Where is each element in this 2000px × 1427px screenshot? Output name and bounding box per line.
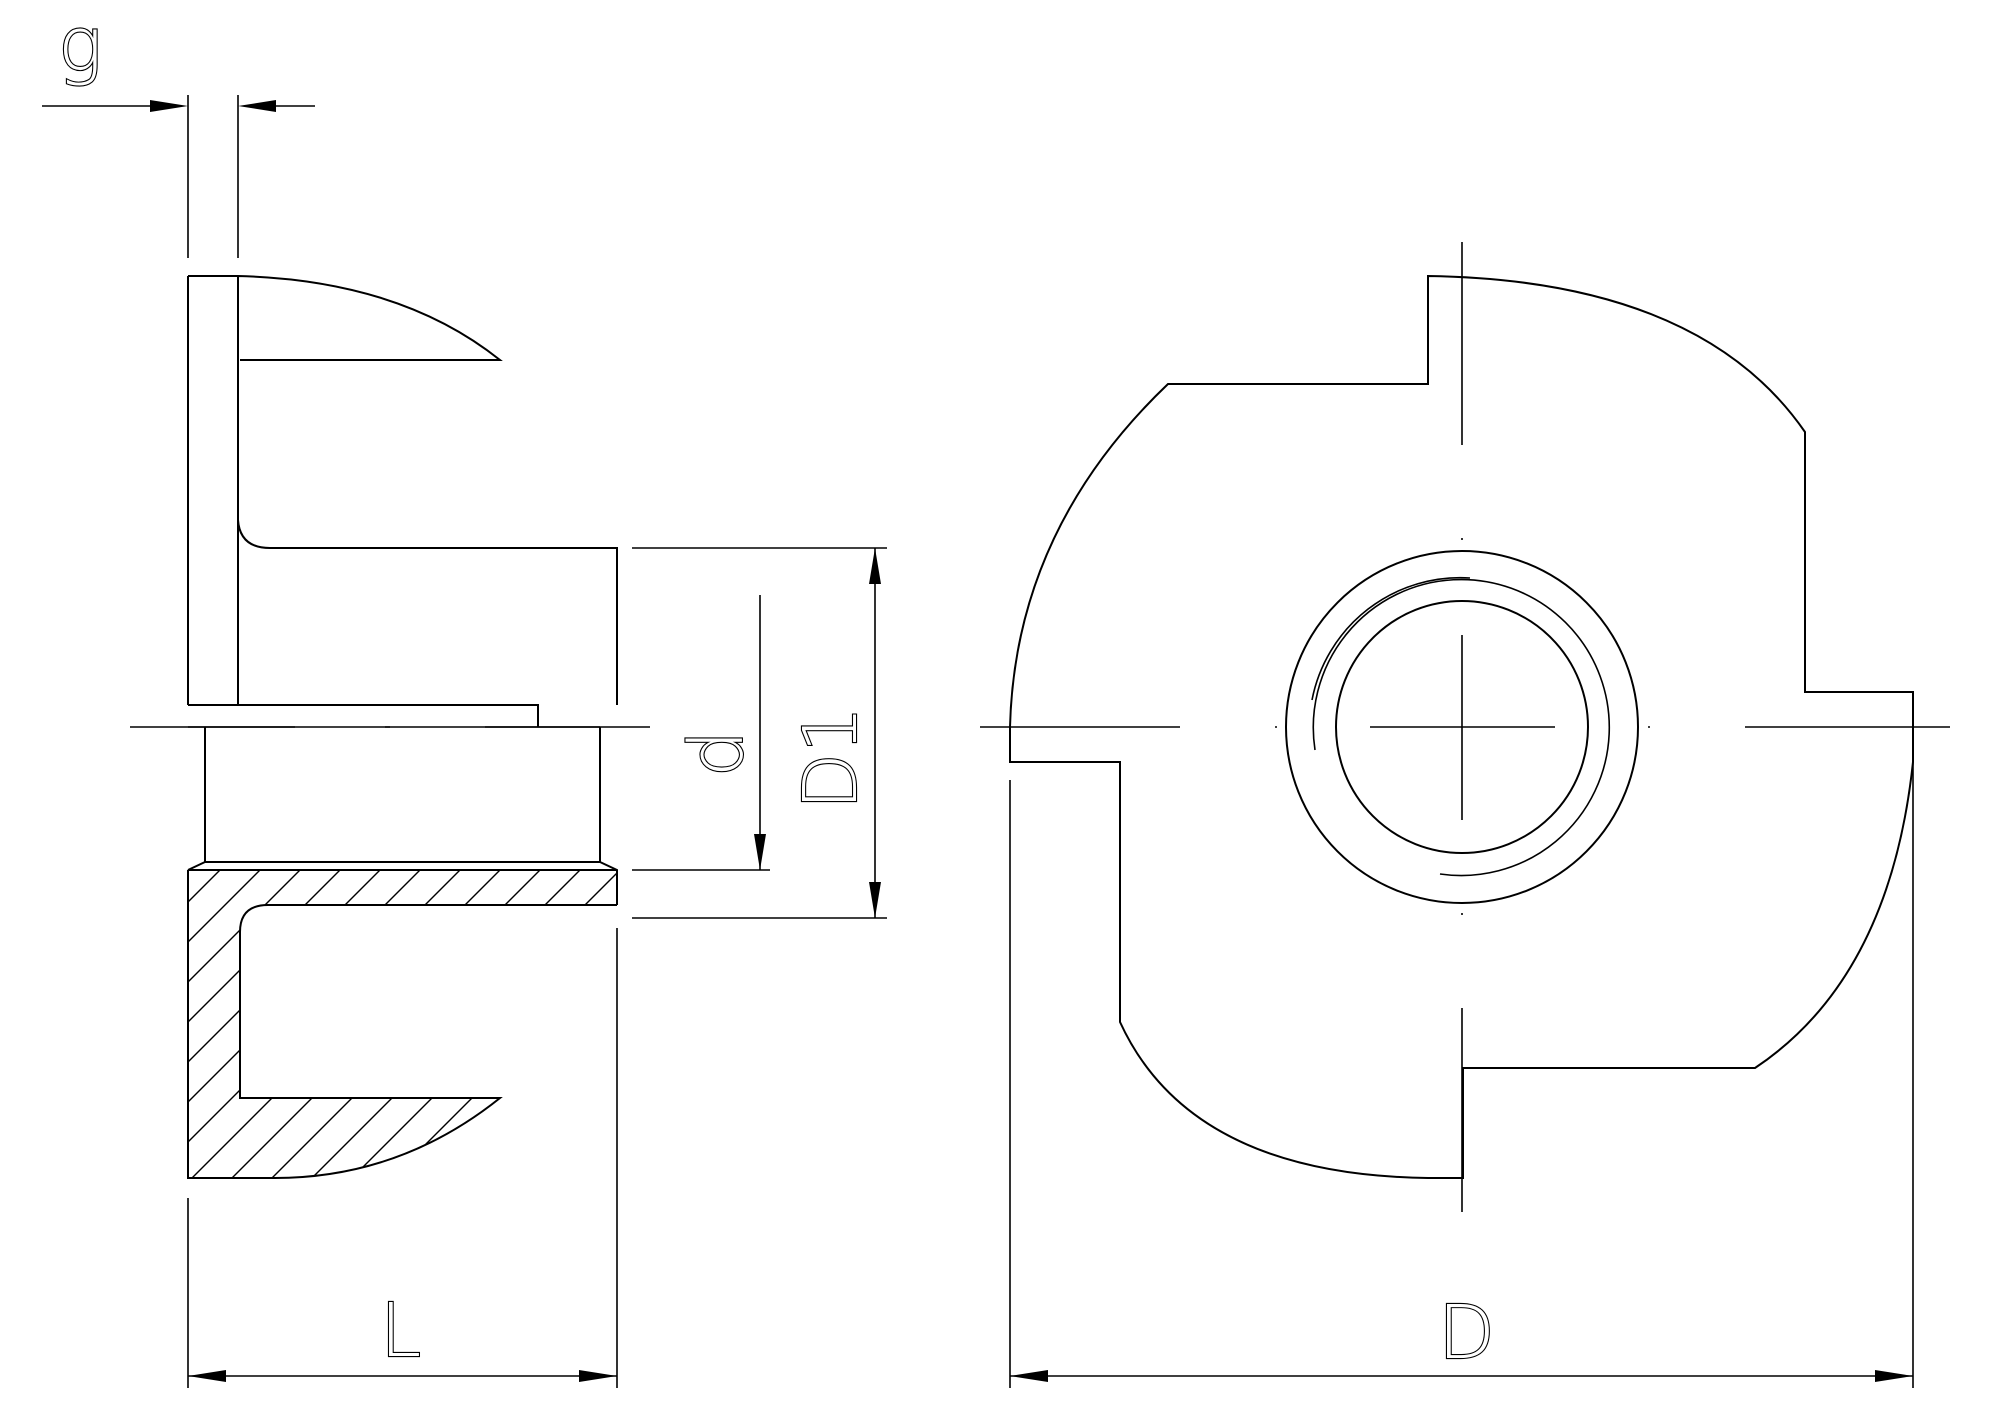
label-d: d [674,730,760,777]
side-view-section-outline [187,869,617,1179]
dimension-g: g [42,1,315,258]
side-view-thread-top [188,704,539,727]
front-view-thread-arc-inner [1311,576,1471,701]
side-view-barrel-upper [237,519,618,705]
label-g: g [58,2,102,88]
side-view-outline-upper [187,275,503,705]
label-L: L [380,1288,421,1374]
side-view-thread-bore [187,727,618,905]
front-view-thread-arc [1312,578,1611,877]
dimension-D: D [1009,762,1914,1388]
dimension-L: L [187,928,618,1388]
dimension-D1: D1 [632,547,887,919]
front-view-outer-circle [1285,550,1639,904]
front-view-thread-circle [1335,600,1589,854]
front-view-outline [1009,274,1914,1179]
side-view-hatching [188,870,617,1178]
dimension-d: d [632,595,770,871]
label-D: D [1438,1290,1495,1376]
label-D1: D1 [788,706,874,810]
front-view [980,242,1950,1212]
